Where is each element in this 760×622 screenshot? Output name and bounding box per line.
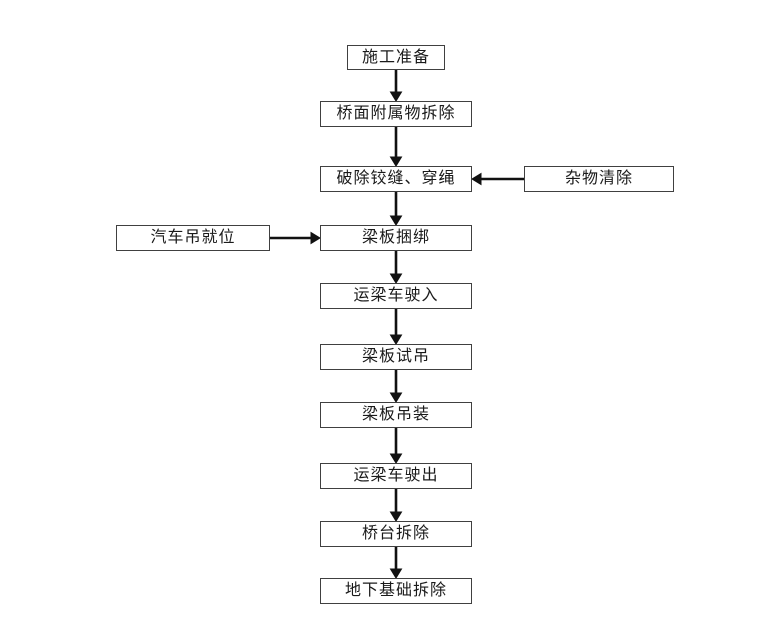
arrow-prep-to-deck-removal <box>389 70 403 102</box>
arrow-hoisting-to-truck-out <box>389 428 403 464</box>
flow-node-label: 梁板吊装 <box>361 406 430 423</box>
flow-node-label: 梁板试吊 <box>361 348 430 365</box>
flow-node-beam-slab-hoisting: 梁板吊装 <box>320 402 472 428</box>
flow-node-label: 破除铰缝、穿绳 <box>336 170 456 187</box>
arrow-beam-binding-to-truck-in <box>389 251 403 284</box>
flow-node-label: 施工准备 <box>361 48 430 66</box>
flow-node-label: 运梁车驶入 <box>353 287 439 304</box>
arrow-trial-lift-to-hoisting <box>389 370 403 403</box>
flow-node-abutment-removal: 桥台拆除 <box>320 521 472 547</box>
flow-node-beam-slab-trial-lift: 梁板试吊 <box>320 344 472 370</box>
arrow-truck-in-to-trial-lift <box>389 309 403 345</box>
flow-node-label: 地下基础拆除 <box>344 582 447 599</box>
arrow-debris-to-hinge-break <box>471 172 524 186</box>
flow-node-girder-truck-drive-in: 运梁车驶入 <box>320 283 472 309</box>
flow-node-label: 汽车吊就位 <box>150 229 236 246</box>
arrow-deck-removal-to-hinge-break <box>389 127 403 167</box>
flow-node-truck-crane-in-place: 汽车吊就位 <box>116 225 270 251</box>
flow-node-break-hinge-joint-thread-rope: 破除铰缝、穿绳 <box>320 166 472 192</box>
flow-node-underground-foundation-removal: 地下基础拆除 <box>320 578 472 604</box>
flow-node-construction-preparation: 施工准备 <box>347 45 445 70</box>
flow-node-label: 运梁车驶出 <box>353 467 439 484</box>
flow-node-girder-truck-drive-out: 运梁车驶出 <box>320 463 472 489</box>
flow-node-label: 桥面附属物拆除 <box>336 105 456 122</box>
arrow-hinge-break-to-beam-binding <box>389 192 403 226</box>
arrow-truck-out-to-abutment <box>389 489 403 522</box>
flow-node-debris-clearing: 杂物清除 <box>524 166 674 192</box>
flow-node-deck-accessory-removal: 桥面附属物拆除 <box>320 101 472 127</box>
arrow-abutment-to-foundation <box>389 547 403 579</box>
flow-node-label: 桥台拆除 <box>361 525 430 542</box>
flow-node-label: 杂物清除 <box>564 170 633 187</box>
flow-node-label: 梁板捆绑 <box>361 229 430 246</box>
flow-node-beam-slab-binding: 梁板捆绑 <box>320 225 472 251</box>
arrow-crane-to-beam-binding <box>270 231 321 245</box>
